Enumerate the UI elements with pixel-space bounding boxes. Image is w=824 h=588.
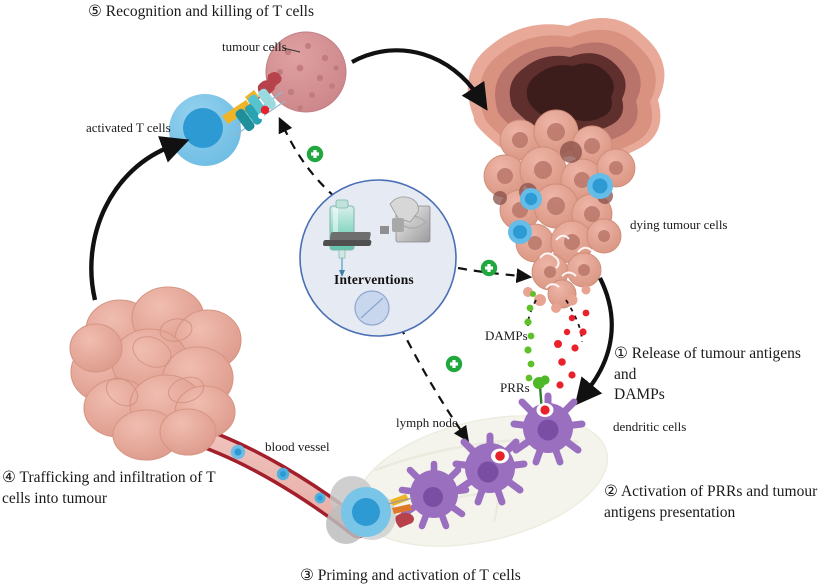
arrow-traffick: [89, 136, 190, 301]
step-5-text: Recognition and killing of T cells: [105, 3, 315, 20]
step-4-label: ④ Trafficking and infiltration of T cell…: [2, 448, 232, 509]
tumour-mass-dying: [467, 18, 665, 313]
step-1-num: ①: [614, 345, 628, 363]
dendritic-cell-2: [452, 432, 528, 506]
label-blood-vessel: blood vessel: [265, 439, 330, 454]
label-activated-t-cells: activated T cells: [86, 120, 171, 135]
label-lymph-node: lymph node: [396, 415, 458, 430]
step-2-label: ② Activation of PRRs and tumour antigens…: [604, 462, 819, 523]
step-3-text: Priming and activation of T cells: [317, 567, 521, 584]
pill-icon: [354, 290, 390, 326]
tumour-cell-target: [265, 31, 347, 113]
label-damps: DAMPs: [485, 328, 528, 343]
activated-t-cell: [169, 94, 241, 166]
step-3-label: ③ Priming and activation of T cells: [300, 566, 521, 586]
arrow-top: [351, 48, 488, 111]
leader-lines: [282, 47, 301, 53]
tumour-mass-left: [69, 286, 242, 461]
label-prrs: PRRs: [500, 380, 530, 395]
dotted-release-paths: [527, 299, 583, 343]
label-tumour-cells: tumour cells: [222, 39, 287, 54]
interventions-circle[interactable]: [299, 179, 457, 337]
radiotherapy-machine-icon: [322, 196, 431, 246]
step-4-num: ④: [2, 469, 16, 487]
tumour-antigen-dots: [554, 309, 590, 389]
interventions-label: Interventions: [334, 272, 414, 287]
step-3-num: ③: [300, 567, 314, 584]
plus-sign-2: [480, 259, 498, 277]
arrow-release: [574, 277, 614, 406]
dendritic-cell-1: [510, 392, 586, 466]
step-1-label: ① Release of tumour antigens and DAMPs: [614, 324, 824, 406]
immune-synapse: [222, 72, 286, 137]
infiltrating-tcells: [508, 173, 613, 244]
step-5-num: ⑤: [88, 3, 102, 20]
dashed-arrow-to-synapse: [278, 116, 349, 209]
step-4-text: Trafficking and infiltration of T cells …: [2, 469, 216, 507]
step-1-text: Release of tumour antigens and DAMPs: [614, 345, 801, 404]
damps-dots: [524, 291, 536, 382]
plus-sign-3: [445, 355, 463, 373]
step-2-text: Activation of PRRs and tumour antigens p…: [604, 483, 818, 521]
naive-t-cell-priming: [326, 476, 414, 544]
plus-sign-1: [306, 145, 324, 163]
label-dying-tumour-cells: dying tumour cells: [630, 217, 728, 232]
dendritic-cell-3: [398, 460, 470, 530]
step-2-num: ②: [604, 483, 618, 501]
step-5-label: ⑤ Recognition and killing of T cells: [88, 2, 314, 22]
label-dendritic-cells: dendritic cells: [613, 419, 687, 434]
